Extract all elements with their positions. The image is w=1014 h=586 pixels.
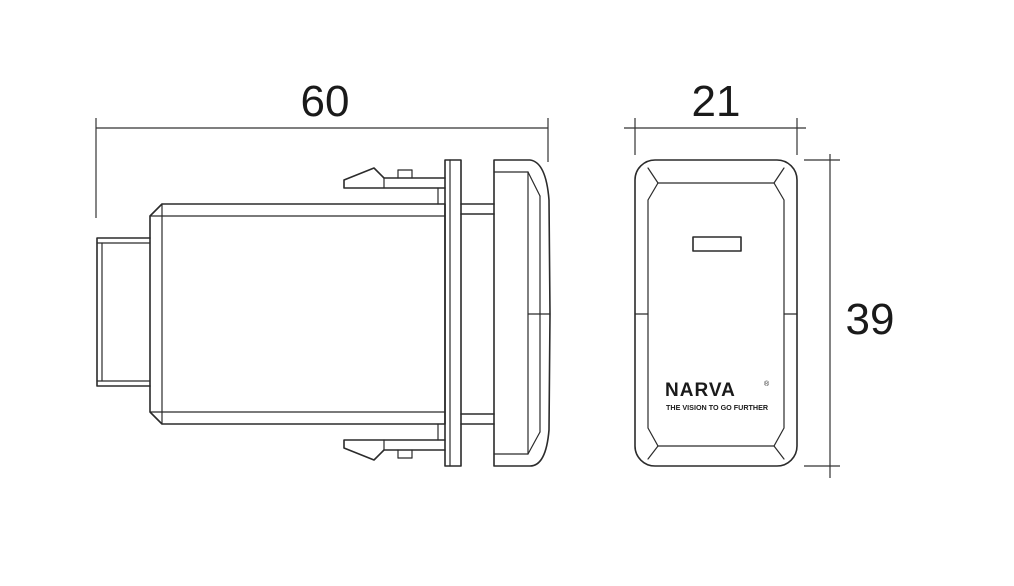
- logo-brand: NARVA: [665, 380, 736, 401]
- front-height-dimension: 39: [804, 154, 894, 478]
- logo-registered-mark: ®: [764, 380, 770, 388]
- mounting-flange: [444, 159, 462, 467]
- logo-tagline: THE VISION TO GO FURTHER: [666, 403, 769, 412]
- front-width-dimension: 21: [624, 77, 806, 155]
- indicator-led: [692, 236, 742, 252]
- front-height-label: 39: [846, 295, 895, 344]
- front-width-label: 21: [692, 77, 741, 126]
- side-length-label: 60: [301, 77, 350, 126]
- front-bezel: [634, 159, 798, 467]
- front-bezel-profile: [493, 159, 551, 467]
- switch-side-view: [96, 159, 551, 467]
- rear-connector: [96, 237, 151, 387]
- switch-front-view: NARVA ® THE VISION TO GO FURTHER: [634, 159, 798, 467]
- bezel-neck: [460, 203, 495, 425]
- top-clip: [343, 167, 446, 189]
- bottom-clip: [343, 439, 446, 461]
- side-length-dimension: 60: [95, 77, 549, 218]
- switch-body: [149, 203, 446, 425]
- narva-logo: NARVA ® THE VISION TO GO FURTHER: [665, 380, 770, 412]
